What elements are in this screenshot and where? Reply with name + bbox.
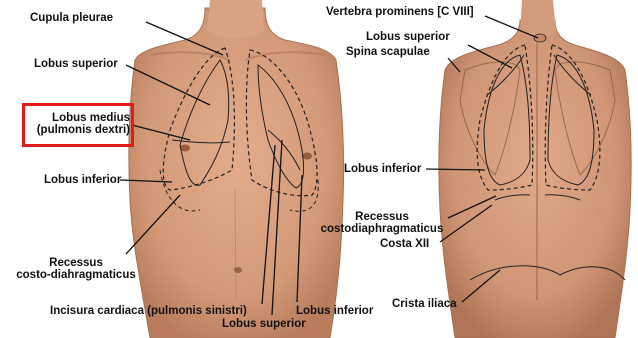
label-lobus-medius: Lobus medius (pulmonis dextri) (26, 112, 130, 136)
anterior-torso (129, 0, 344, 338)
label-lobus-superior-bottom: Lobus superior (222, 318, 306, 330)
label-lobus-superior-back: Lobus superior (366, 31, 450, 43)
posterior-torso (439, 0, 631, 338)
label-recessus-back-line2: costodiaphragmaticus (318, 223, 446, 235)
label-incisura-cardiaca: Incisura cardiaca (pulmonis sinistri) (50, 305, 247, 317)
label-costa-xii: Costa XII (380, 238, 429, 250)
label-recessus-back-line1: Recessus (318, 211, 446, 223)
label-spina-scapulae: Spina scapulae (346, 46, 430, 58)
label-recessus-front-line2: costo-diahragmaticus (6, 269, 146, 281)
label-cupula-pleurae: Cupula pleurae (30, 12, 113, 24)
label-lobus-inferior-bottom: Lobus inferior (296, 305, 373, 317)
label-crista-iliaca: Crista iliaca (392, 298, 457, 310)
label-recessus-front-line1: Recessus (6, 257, 146, 269)
label-lobus-superior-front: Lobus superior (34, 58, 118, 70)
label-recessus-back: Recessus costodiaphragmaticus (318, 211, 446, 235)
label-lobus-inferior-front: Lobus inferior (44, 174, 121, 186)
label-lobus-medius-line2: (pulmonis dextri) (26, 124, 130, 136)
label-lobus-inferior-back: Lobus inferior (344, 163, 421, 175)
label-vertebra-prominens: Vertebra prominens [C VIII] (326, 6, 474, 18)
label-lobus-medius-line1: Lobus medius (26, 112, 130, 124)
label-recessus-front: Recessus costo-diahragmaticus (6, 257, 146, 281)
